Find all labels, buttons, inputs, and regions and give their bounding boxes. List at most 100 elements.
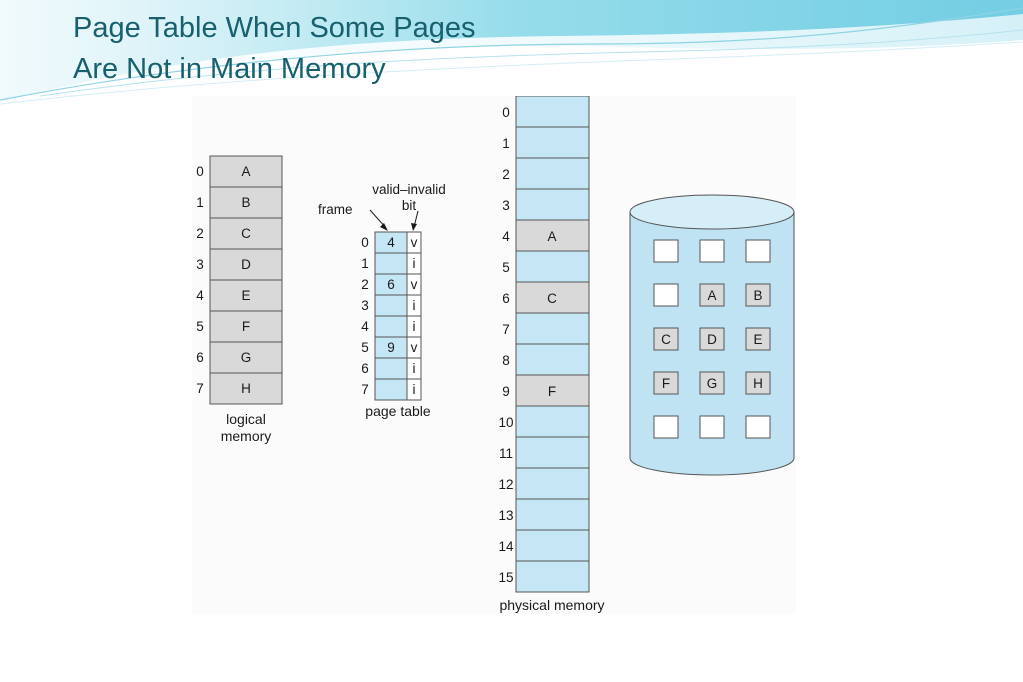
slide-title-line-1: Page Table When Some Pages (73, 12, 476, 44)
logical-page-label: D (241, 257, 251, 272)
backing-store-page-label: G (707, 376, 718, 391)
physical-frame-cell (515, 529, 590, 562)
backing-store-page-cell (699, 371, 725, 395)
logical-memory-caption-line-2: memory (221, 428, 272, 444)
logical-page-index: 7 (196, 381, 204, 396)
page-table-valid-bit: i (413, 382, 416, 397)
backing-store-page-cell (699, 283, 725, 307)
page-table-bit-cell (406, 378, 422, 401)
logical-page-cell (209, 279, 283, 312)
logical-page-index: 6 (196, 350, 204, 365)
physical-frame-label: F (548, 384, 556, 399)
physical-frame-index: 1 (502, 136, 510, 151)
physical-frame-index: 10 (498, 415, 513, 430)
backing-store-page-cell (745, 371, 771, 395)
physical-frame-cell (515, 188, 590, 221)
physical-frame-label: C (547, 291, 557, 306)
backing-store-page-label: B (753, 288, 762, 303)
page-table-frame-cell (374, 357, 408, 380)
physical-memory-caption: physical memory (499, 597, 604, 613)
valid-invalid-label-line-2: bit (402, 198, 417, 213)
backing-store-page-label: H (753, 376, 763, 391)
page-table-valid-bit: v (411, 340, 418, 355)
wave-band-light (0, 0, 1023, 100)
wave-line-1 (0, 7, 1023, 101)
backing-store-page-cell (745, 327, 771, 351)
page-table-index: 5 (361, 340, 369, 355)
page-table-valid-bit: i (413, 361, 416, 376)
valid-invalid-arrow-head-icon (411, 223, 417, 231)
logical-page-label: E (241, 288, 250, 303)
page-table-valid-bit: i (413, 256, 416, 271)
backing-store-page-cell (653, 283, 679, 307)
wave-line-3 (0, 41, 1023, 105)
backing-store-page-cell (745, 415, 771, 439)
page-table-frame-cell (374, 378, 408, 401)
backing-store-page-label: F (662, 376, 670, 391)
physical-frame-index: 13 (498, 508, 513, 523)
page-table-frame-cell (374, 294, 408, 317)
backing-store-page-label: D (707, 332, 717, 347)
logical-page-label: G (241, 350, 252, 365)
physical-frame-index: 5 (502, 260, 510, 275)
backing-store-page-cell (653, 371, 679, 395)
logical-page-index: 1 (196, 195, 204, 210)
page-table-frame-cell (374, 252, 408, 275)
physical-frame-cell (515, 157, 590, 190)
page-table-index: 3 (361, 298, 369, 313)
backing-store-page-cell (653, 415, 679, 439)
physical-frame-index: 3 (502, 198, 510, 213)
physical-frame-index: 2 (502, 167, 510, 182)
slide-title-line-2: Are Not in Main Memory (73, 53, 386, 85)
page-table-index: 1 (361, 256, 369, 271)
logical-page-label: H (241, 381, 251, 396)
physical-frame-index: 15 (498, 570, 513, 585)
backing-store-page-label: C (661, 332, 671, 347)
slide-title: Page Table When Some Pages Are Not in Ma… (73, 8, 476, 90)
logical-page-index: 2 (196, 226, 204, 241)
logical-page-cell (209, 372, 283, 405)
physical-frame-cell (515, 281, 590, 314)
physical-frame-index: 11 (499, 446, 513, 461)
physical-frame-index: 4 (502, 229, 510, 244)
backing-store-page-cell (699, 327, 725, 351)
logical-page-cell (209, 248, 283, 281)
logical-page-index: 0 (196, 164, 204, 179)
page-table-caption: page table (365, 403, 431, 419)
page-table-index: 4 (361, 319, 369, 334)
page-table-valid-bit: i (413, 319, 416, 334)
physical-frame-index: 6 (502, 291, 510, 306)
logical-page-index: 4 (196, 288, 204, 303)
wave-line-2 (39, 29, 1023, 97)
physical-frame-cell (515, 498, 590, 531)
page-table-valid-bit: v (411, 235, 418, 250)
logical-page-index: 3 (196, 257, 204, 272)
page-table-frame-number: 9 (387, 340, 395, 355)
page-table-frame-number: 6 (387, 277, 395, 292)
logical-page-label: F (242, 319, 250, 334)
valid-invalid-label-line-1: valid–invalid (372, 182, 446, 197)
page-table-index: 0 (361, 235, 369, 250)
page-table-frame-cell (374, 315, 408, 338)
physical-frame-cell (515, 126, 590, 159)
backing-store-page-cell (745, 239, 771, 263)
frame-arrow-head-icon (380, 223, 388, 231)
physical-frame-cell (515, 560, 590, 593)
backing-store-page-cell (653, 327, 679, 351)
physical-frame-cell (515, 436, 590, 469)
backing-store-page-label: E (753, 332, 762, 347)
physical-frame-cell (515, 405, 590, 438)
physical-frame-cell (515, 96, 590, 128)
physical-frame-label: A (547, 229, 556, 244)
physical-frame-cell (515, 250, 590, 283)
logical-page-label: B (241, 195, 250, 210)
page-table-index: 2 (361, 277, 369, 292)
disk-top (629, 194, 795, 230)
backing-store-page-cell (699, 415, 725, 439)
